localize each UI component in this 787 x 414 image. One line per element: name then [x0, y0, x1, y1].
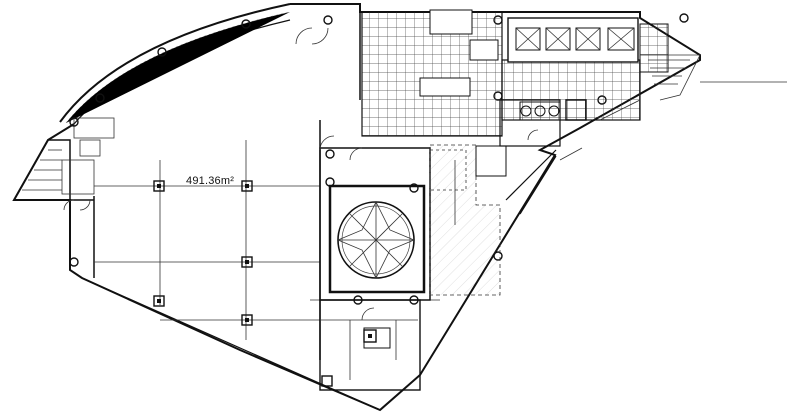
right-stair: [559, 54, 787, 161]
floor-area-label: 491.36m²: [186, 175, 235, 187]
elevator-shafts: [507, 17, 669, 73]
lower-service-rooms: [319, 299, 421, 391]
door-swings: [63, 27, 539, 321]
core-tiled-area: [361, 9, 641, 137]
dashed-zone: [429, 144, 501, 296]
left-entrance-wing: [12, 117, 115, 278]
curved-facade: [59, 3, 291, 125]
atrium: [319, 147, 431, 301]
right-service-block: [475, 99, 587, 215]
